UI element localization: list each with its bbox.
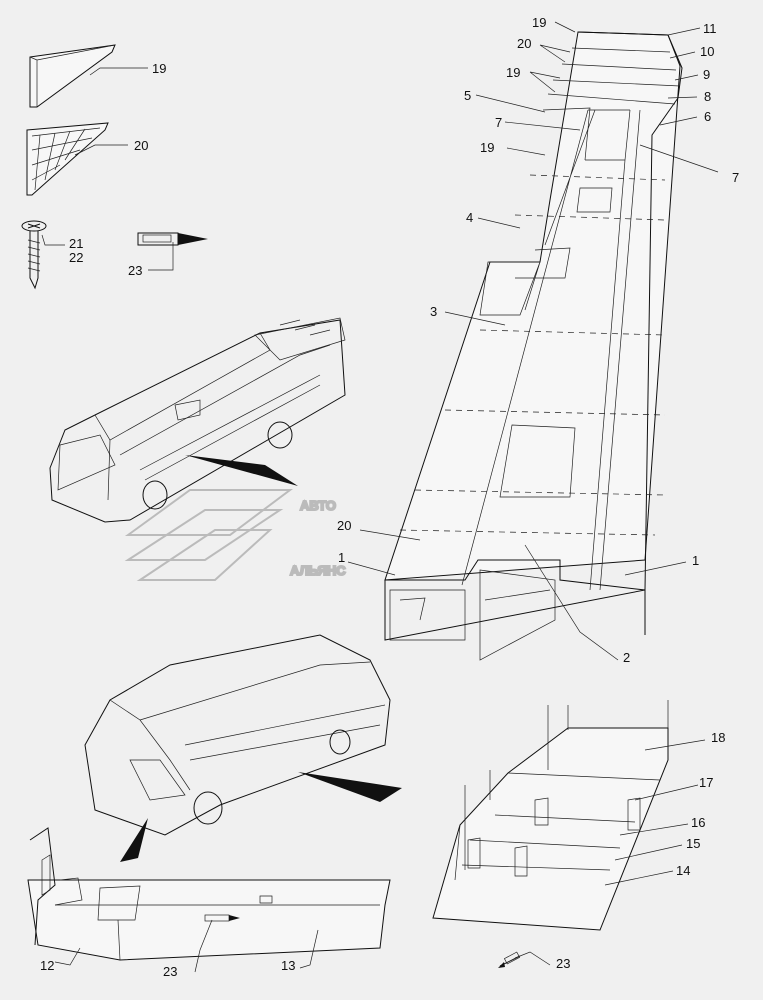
label-6: 6 bbox=[704, 109, 711, 124]
label-23-rear: 23 bbox=[556, 956, 570, 971]
bus-side-view bbox=[49, 317, 346, 523]
label-22: 22 bbox=[69, 250, 83, 265]
label-2: 2 bbox=[623, 650, 630, 665]
label-18: 18 bbox=[711, 730, 725, 745]
label-8: 8 bbox=[704, 89, 711, 104]
label-7-right: 7 bbox=[732, 170, 739, 185]
part-20-sample bbox=[26, 122, 109, 196]
watermark-line2: АЛЬЯНС bbox=[290, 563, 346, 578]
label-1-left: 1 bbox=[338, 550, 345, 565]
label-20-panel: 20 bbox=[337, 518, 351, 533]
label-5: 5 bbox=[464, 88, 471, 103]
part-19-sample bbox=[29, 44, 116, 108]
watermark-logo bbox=[124, 489, 293, 581]
label-4: 4 bbox=[466, 210, 473, 225]
label-20-top: 20 bbox=[517, 36, 531, 51]
rear-floor-panel bbox=[432, 700, 669, 931]
callout-labels: 19 20 21 22 23 19 11 20 10 19 9 5 8 7 6 … bbox=[40, 15, 739, 979]
label-19-mid: 19 bbox=[480, 140, 494, 155]
label-14: 14 bbox=[676, 863, 690, 878]
label-10: 10 bbox=[700, 44, 714, 59]
label-16: 16 bbox=[691, 815, 705, 830]
bus-rear-view bbox=[84, 634, 402, 862]
watermark-line1: АВТО bbox=[300, 498, 336, 513]
leader-lines bbox=[41, 21, 719, 973]
sealant-tube-icon bbox=[137, 232, 208, 246]
label-17: 17 bbox=[699, 775, 713, 790]
sealant-tube-small-icon bbox=[498, 951, 521, 968]
label-1-right: 1 bbox=[692, 553, 699, 568]
label-19-legend: 19 bbox=[152, 61, 166, 76]
watermark: АВТО АЛЬЯНС bbox=[124, 489, 347, 581]
label-23-legend: 23 bbox=[128, 263, 142, 278]
label-11: 11 bbox=[703, 21, 717, 36]
screw-icon bbox=[21, 220, 47, 290]
label-23-front: 23 bbox=[163, 964, 177, 979]
front-floor-panel bbox=[27, 827, 391, 961]
label-20-legend: 20 bbox=[134, 138, 148, 153]
label-9: 9 bbox=[703, 67, 710, 82]
floor-panel-assembly bbox=[384, 31, 683, 661]
label-15: 15 bbox=[686, 836, 700, 851]
label-13: 13 bbox=[281, 958, 295, 973]
label-3: 3 bbox=[430, 304, 437, 319]
label-12: 12 bbox=[40, 958, 54, 973]
label-19-upper: 19 bbox=[506, 65, 520, 80]
label-19-top: 19 bbox=[532, 15, 546, 30]
label-21: 21 bbox=[69, 236, 83, 251]
label-7-left: 7 bbox=[495, 115, 502, 130]
